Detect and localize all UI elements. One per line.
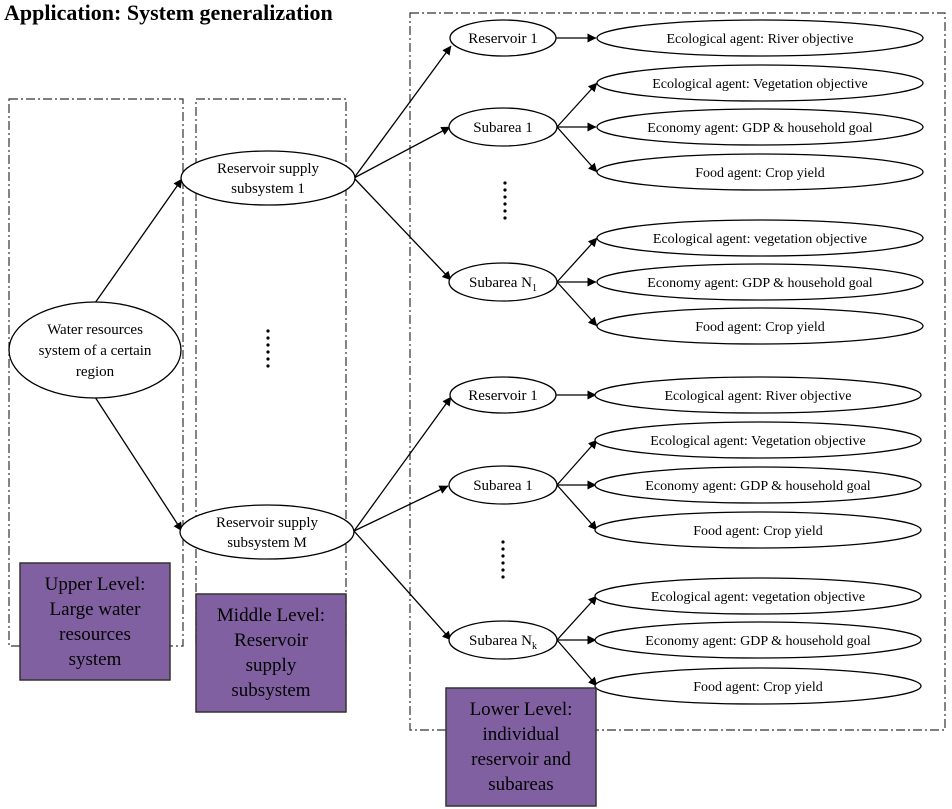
bottom-subarea-nk-food-node: Food agent: Crop yield: [594, 667, 922, 705]
edge-top-subarea1-food: [556, 126, 598, 173]
edge-top-subarean1-eco: [556, 237, 598, 283]
edge-sub1-subarea-n1: [353, 177, 452, 281]
bottom-subarea-nk-node: Subarea Nk: [448, 620, 558, 660]
top-subarea-n1-eco-node: Ecological agent: vegetation objective: [596, 219, 924, 257]
bottom-subarea-nk-subscript: k: [532, 641, 537, 652]
top-reservoir-node: Reservoir 1: [449, 19, 557, 57]
upper-level-line-2: Large water: [50, 599, 142, 620]
bottom-subarea-1-eco-label: Ecological agent: Vegetation objective: [650, 434, 866, 449]
bottom-subarea-1-eco-node: Ecological agent: Vegetation objective: [594, 421, 922, 459]
bottom-subarea-1-node: Subarea 1: [448, 465, 558, 505]
top-subarea-n1-subscript: 1: [532, 283, 537, 294]
top-subarea-1-label: Subarea 1: [473, 120, 533, 136]
bottom-subarea-nk-econ-node: Economy agent: GDP & household goal: [594, 621, 922, 659]
bottom-ellipsis-dots: [501, 540, 505, 579]
edge-bottom-subarea1-food: [556, 484, 598, 531]
bottom-subarea-nk-text: Subarea N: [469, 633, 532, 649]
subsystem-1-line-1: Reservoir supply: [217, 161, 320, 177]
middle-level-line-4: subsystem: [231, 680, 310, 701]
bottom-subarea-nk-food-label: Food agent: Crop yield: [693, 680, 823, 695]
top-subarea-1-econ-node: Economy agent: GDP & household goal: [596, 108, 924, 146]
edge-top-subarean1-food: [556, 281, 598, 327]
bottom-subarea-nk-eco-label: Ecological agent: vegetation objective: [651, 590, 865, 605]
subsystem-1-node: Reservoir supply subsystem 1: [180, 150, 356, 206]
middle-level-line-2: Reservoir: [234, 630, 309, 651]
top-subarea-n1-food-node: Food agent: Crop yield: [596, 307, 924, 345]
top-subarea-n1-node: Subarea N1: [448, 262, 558, 302]
edge-top-subarea1-eco: [556, 82, 598, 128]
subsystem-m-node: Reservoir supply subsystem M: [179, 504, 355, 560]
top-subarea-1-eco-node: Ecological agent: Vegetation objective: [596, 64, 924, 102]
lower-level-line-1: Lower Level:: [470, 699, 573, 720]
top-subarea-1-node: Subarea 1: [448, 107, 558, 147]
edge-root-subsystem-1: [94, 178, 183, 304]
bottom-reservoir-node: Reservoir 1: [449, 376, 557, 414]
bottom-subarea-nk-eco-node: Ecological agent: vegetation objective: [594, 577, 922, 615]
root-node: Water resources system of a certain regi…: [8, 301, 182, 399]
top-reservoir-agent-label: Ecological agent: River objective: [667, 32, 854, 47]
bottom-subarea-nk-econ-label: Economy agent: GDP & household goal: [645, 634, 871, 649]
middle-level-label: Middle Level: Reservoir supply subsystem: [195, 593, 347, 713]
top-subarea-1-eco-label: Ecological agent: Vegetation objective: [652, 77, 868, 92]
upper-level-line-3: resources: [59, 624, 131, 645]
top-reservoir-agent-node: Ecological agent: River objective: [596, 19, 924, 57]
top-ellipsis-dots: [503, 181, 507, 220]
subsystem-m-line-2: subsystem M: [227, 535, 307, 551]
root-line-1: Water resources: [47, 322, 143, 338]
edge-sub1-subarea-1: [353, 126, 451, 179]
diagram-title: Application: System generalization: [4, 0, 333, 25]
edge-subm-subarea-nk: [353, 530, 452, 641]
middle-level-line-1: Middle Level:: [217, 605, 325, 626]
subsystem-m-line-1: Reservoir supply: [216, 515, 319, 531]
top-subarea-1-food-label: Food agent: Crop yield: [695, 166, 825, 181]
top-reservoir-label: Reservoir 1: [468, 31, 538, 47]
edge-bottom-subareank-eco: [556, 595, 598, 641]
subsystem-1-line-2: subsystem 1: [231, 181, 305, 197]
middle-level-line-3: supply: [246, 655, 297, 676]
top-subarea-n1-text: Subarea N: [469, 275, 532, 291]
edge-root-subsystem-m: [94, 396, 183, 532]
bottom-reservoir-agent-label: Ecological agent: River objective: [665, 389, 852, 404]
root-line-2: system of a certain: [39, 343, 152, 359]
bottom-reservoir-label: Reservoir 1: [468, 388, 538, 404]
bottom-subarea-1-food-node: Food agent: Crop yield: [594, 511, 922, 549]
lower-level-label: Lower Level: individual reservoir and su…: [445, 687, 597, 807]
upper-level-line-1: Upper Level:: [45, 574, 146, 595]
bottom-subarea-1-food-label: Food agent: Crop yield: [693, 524, 823, 539]
bottom-reservoir-agent-node: Ecological agent: River objective: [594, 376, 922, 414]
lower-level-line-4: subareas: [488, 774, 553, 795]
upper-level-line-4: system: [69, 649, 122, 670]
top-subarea-n1-food-label: Food agent: Crop yield: [695, 320, 825, 335]
top-subarea-n1-econ-label: Economy agent: GDP & household goal: [647, 276, 873, 291]
top-subarea-1-econ-label: Economy agent: GDP & household goal: [647, 121, 873, 136]
edge-bottom-subareank-food: [556, 639, 598, 687]
lower-level-line-2: individual: [482, 724, 559, 745]
lower-level-region: [409, 12, 946, 731]
root-line-3: region: [76, 364, 115, 380]
bottom-subarea-nk-label: Subarea Nk: [469, 633, 537, 652]
top-subarea-1-food-node: Food agent: Crop yield: [596, 153, 924, 191]
middle-ellipsis-dots: [266, 329, 270, 368]
edge-sub1-reservoir: [353, 45, 452, 179]
top-subarea-n1-econ-node: Economy agent: GDP & household goal: [596, 263, 924, 301]
edge-bottom-subarea1-eco: [556, 439, 598, 486]
edge-subm-subarea-1: [353, 485, 449, 532]
top-subarea-n1-label: Subarea N1: [469, 275, 537, 294]
bottom-subarea-1-econ-node: Economy agent: GDP & household goal: [594, 466, 922, 504]
edge-subm-reservoir: [353, 396, 452, 532]
upper-level-label: Upper Level: Large water resources syste…: [19, 562, 171, 681]
top-subarea-n1-eco-label: Ecological agent: vegetation objective: [653, 232, 867, 247]
bottom-subarea-1-econ-label: Economy agent: GDP & household goal: [645, 479, 871, 494]
bottom-subarea-1-label: Subarea 1: [473, 478, 533, 494]
lower-level-line-3: reservoir and: [471, 749, 571, 770]
